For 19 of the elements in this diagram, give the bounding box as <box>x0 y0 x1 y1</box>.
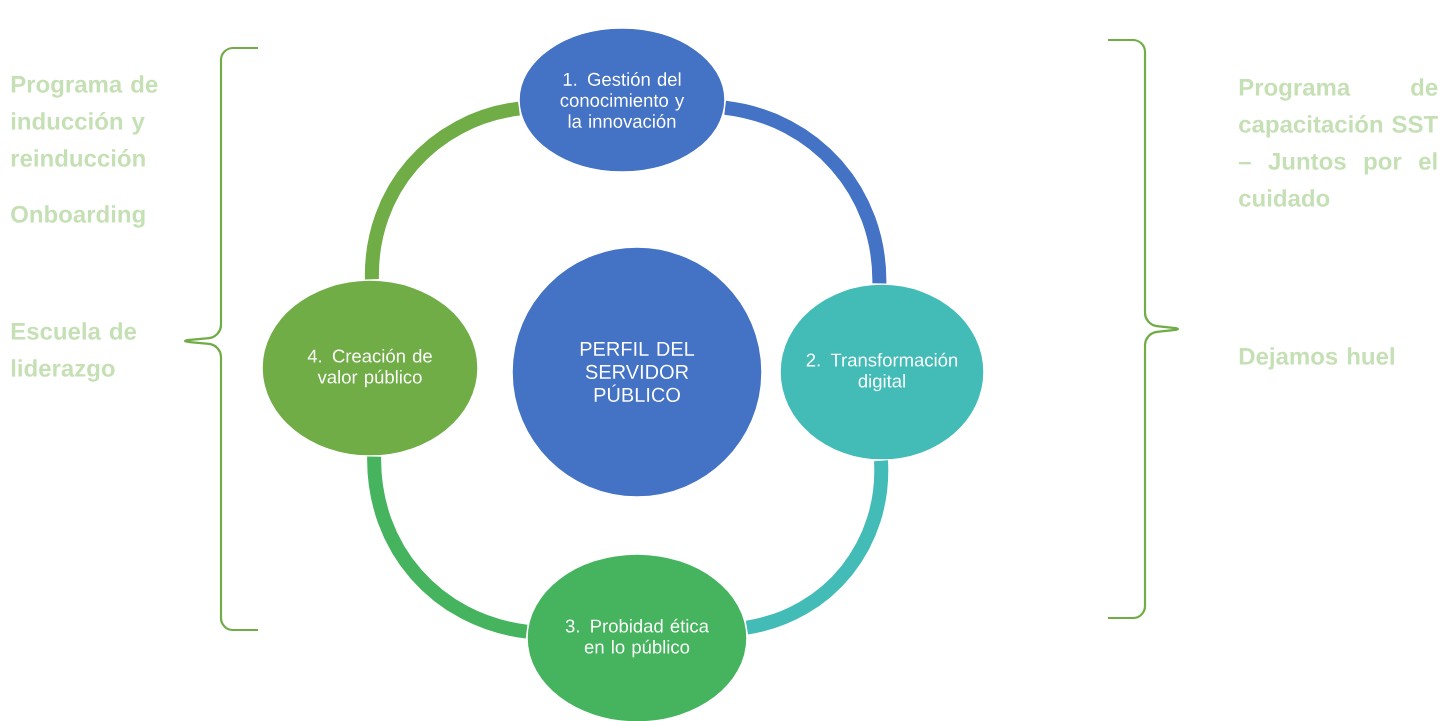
side-note: Dejamos huel <box>1239 347 1394 370</box>
ring-arc <box>745 460 888 635</box>
center-circle <box>511 246 763 498</box>
node-text: 2. Transformación digital <box>806 352 958 392</box>
side-note: Escuela de liderazgo <box>11 322 137 382</box>
node-text: PERFIL DEL SERVIDOR PÚBLICO <box>580 342 695 402</box>
side-note: Programa de inducción y reinducción <box>11 75 158 167</box>
ring-arc <box>364 101 521 280</box>
topic-ellipse <box>261 279 479 457</box>
side-note: Programa de capacitación SST – Juntos por el cuidado <box>1238 78 1438 207</box>
topic-ellipse <box>526 553 748 721</box>
ring-arc <box>723 100 887 284</box>
ring-arc <box>367 456 528 639</box>
node-text: 3. Probidad ética en lo público <box>565 618 709 658</box>
node-text: 1. Gestión del conocimiento y la innovación <box>560 72 685 128</box>
node-text: 4. Creación de valor público <box>307 348 432 388</box>
side-note: Onboarding <box>11 205 145 228</box>
topic-ellipse <box>518 27 726 173</box>
topic-ellipse <box>779 283 985 461</box>
